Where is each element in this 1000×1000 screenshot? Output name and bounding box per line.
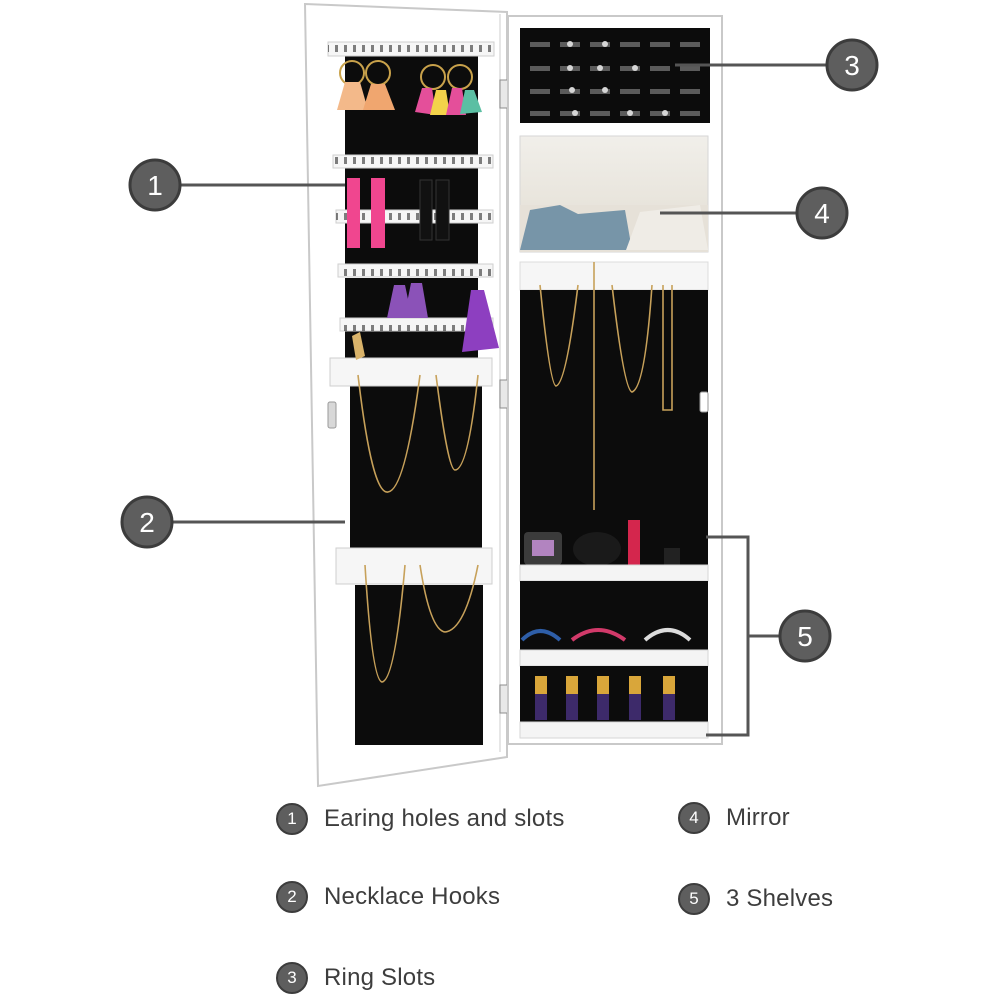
cosmetics	[524, 520, 680, 566]
legend-item-mirror: 4 Mirror	[678, 802, 790, 834]
legend-badge-4: 4	[678, 802, 710, 834]
ring-slots	[520, 28, 710, 123]
callout-5-number: 5	[797, 621, 813, 652]
legend-badge-5: 5	[678, 883, 710, 915]
callout-3-number: 3	[844, 50, 860, 81]
callout-1-number: 1	[147, 170, 163, 201]
tassel-earrings	[337, 60, 499, 360]
legend-label-4: Mirror	[726, 804, 790, 831]
earring-bars	[327, 41, 495, 332]
shelves	[519, 564, 709, 739]
callout-2: 2	[120, 495, 174, 549]
legend-label-5: 3 Shelves	[726, 885, 834, 912]
legend-badge-2: 2	[276, 881, 308, 913]
leader-lines	[172, 63, 827, 737]
legend-badge-3: 3	[276, 962, 308, 994]
legend-item-earring-holes: 1 Earing holes and slots	[276, 803, 565, 835]
cabinet-body	[507, 15, 723, 745]
cabinet-necklaces	[539, 262, 673, 510]
legend-item-ring-slots: 3 Ring Slots	[276, 962, 435, 994]
callout-5: 5	[778, 609, 832, 663]
legend-label-3: Ring Slots	[324, 964, 436, 991]
legend-item-necklace-hooks: 2 Necklace Hooks	[276, 881, 500, 913]
callout-4: 4	[795, 186, 849, 240]
door-necklaces	[357, 374, 479, 683]
legend-label-2: Necklace Hooks	[324, 883, 501, 910]
callout-2-number: 2	[139, 507, 155, 538]
legend-label-1: Earing holes and slots	[324, 805, 565, 832]
legend-badge-1: 1	[276, 803, 308, 835]
callout-4-number: 4	[814, 198, 830, 229]
mirror	[519, 135, 709, 253]
legend-item-shelves: 5 3 Shelves	[678, 883, 833, 915]
cabinet-door	[303, 2, 521, 788]
callout-3: 3	[825, 38, 879, 92]
callout-1: 1	[128, 158, 182, 212]
